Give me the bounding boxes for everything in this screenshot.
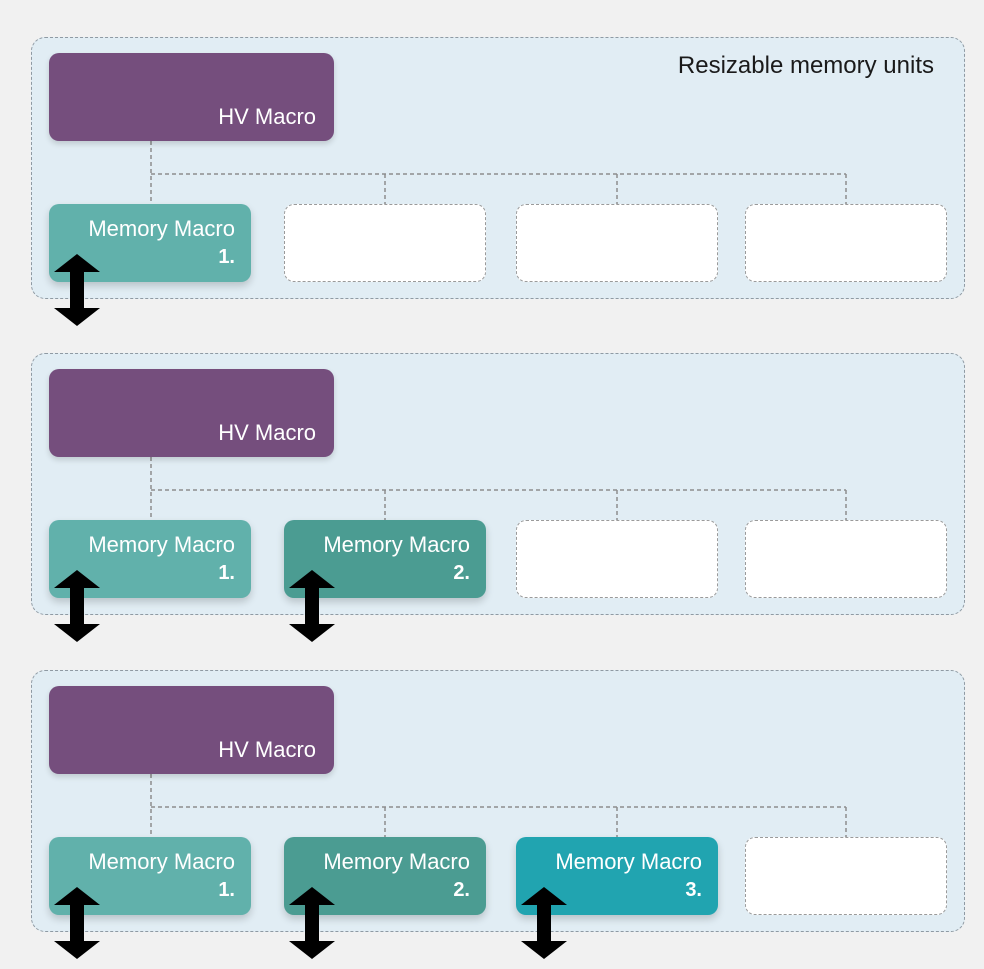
memory-macro-number: 3.	[685, 879, 702, 901]
resize-arrow-icon	[54, 254, 100, 326]
resize-arrow-icon	[289, 570, 335, 642]
resize-arrow-icon	[289, 887, 335, 959]
empty-slot-2	[284, 204, 486, 282]
memory-macro-label: Memory Macro	[88, 532, 235, 557]
hv-macro-label: HV Macro	[218, 737, 316, 762]
memory-macro-number: 2.	[453, 562, 470, 584]
connector-lines	[150, 457, 847, 520]
empty-slot-3	[516, 520, 718, 598]
memory-macro-label: Memory Macro	[88, 216, 235, 241]
memory-macro-label: Memory Macro	[323, 532, 470, 557]
empty-slot-4	[745, 204, 947, 282]
hv-macro-label: HV Macro	[218, 104, 316, 129]
memory-macro-number: 1.	[218, 246, 235, 268]
memory-macro-number: 1.	[218, 562, 235, 584]
connector-lines	[150, 774, 847, 837]
hv-macro-block: HV Macro	[49, 53, 334, 141]
memory-macro-label: Memory Macro	[323, 849, 470, 874]
hv-macro-block: HV Macro	[49, 686, 334, 774]
diagram-title: Resizable memory units	[677, 52, 934, 79]
hv-macro-block: HV Macro	[49, 369, 334, 457]
memory-macro-label: Memory Macro	[88, 849, 235, 874]
memory-macro-number: 1.	[218, 879, 235, 901]
memory-macro-number: 2.	[453, 879, 470, 901]
resize-arrow-icon	[54, 887, 100, 959]
empty-slot-4	[745, 520, 947, 598]
hv-macro-label: HV Macro	[218, 420, 316, 445]
empty-slot-3	[516, 204, 718, 282]
connector-lines	[150, 141, 847, 204]
memory-macro-label: Memory Macro	[555, 849, 702, 874]
empty-slot-4	[745, 837, 947, 915]
resize-arrow-icon	[54, 570, 100, 642]
memory-macro-3: Memory Macro 3.	[516, 837, 718, 915]
resize-arrow-icon	[521, 887, 567, 959]
